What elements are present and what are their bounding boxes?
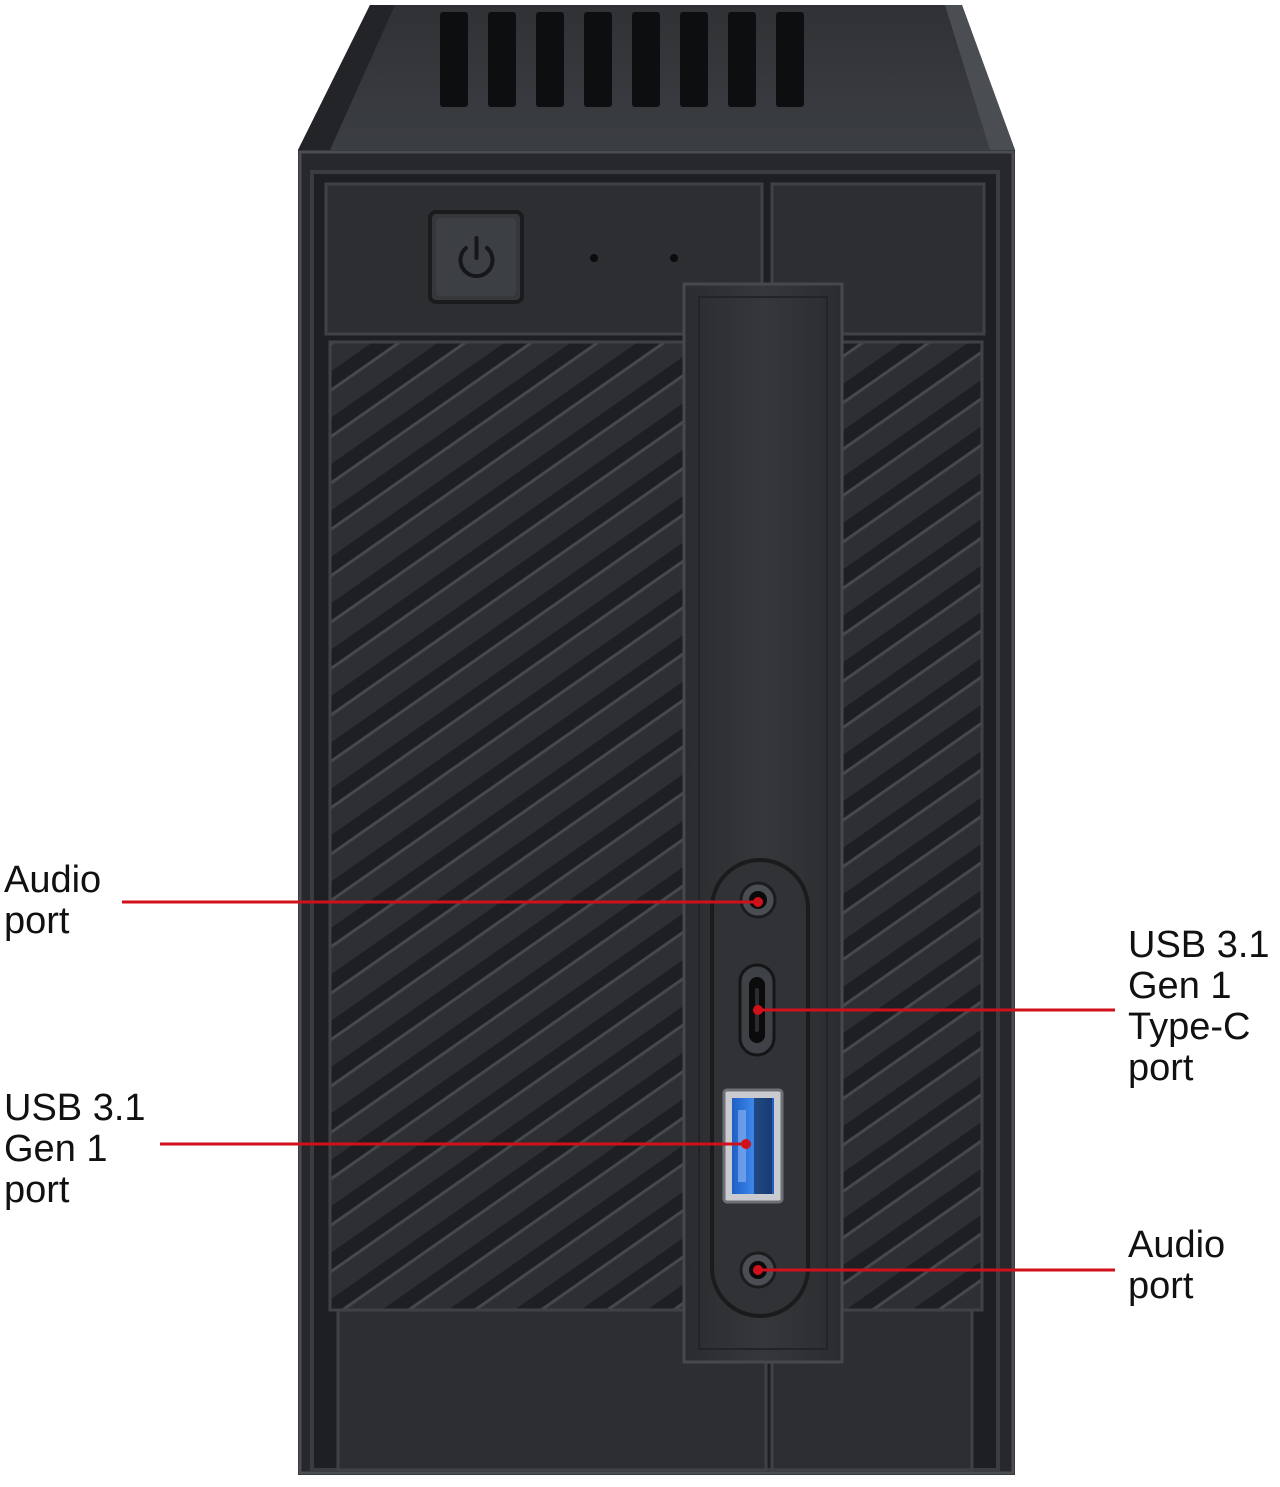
front-bezel-bottom [336,1308,974,1472]
callout-usb-a-port: USB 3.1 Gen 1 port [4,1087,146,1211]
leader-audio-right [753,1265,1115,1275]
callout-leader-lines [122,897,1115,1275]
callout-audio-port-left: Audio port [4,859,102,942]
leader-usb-a [160,1139,751,1149]
callout-audio-port-right: Audio port [1128,1224,1226,1307]
front-io-panel [710,858,810,1318]
leader-usb-c [753,1005,1115,1015]
power-button[interactable] [428,210,524,304]
top-vent-grille [440,12,804,107]
leader-audio-left [122,897,763,907]
callout-usb-c-port: USB 3.1 Gen 1 Type-C port [1128,924,1270,1089]
front-vent-panels [328,340,984,1312]
led-indicator-1 [590,254,598,262]
front-bezel-top [324,182,986,336]
usb-a-port [722,1088,784,1204]
power-icon [458,236,495,279]
led-indicator-2 [670,254,678,262]
case-top [298,5,1015,150]
